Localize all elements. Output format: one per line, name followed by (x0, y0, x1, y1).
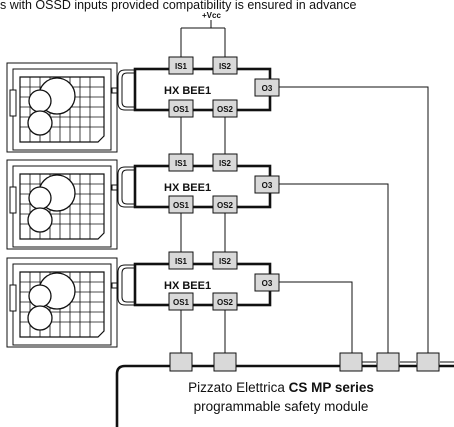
machine-guard-2 (6, 159, 118, 250)
is1-terminal-1 (168, 56, 194, 75)
machine-guard-3 (6, 257, 118, 348)
os2-label-1: OS2 (217, 105, 234, 114)
module-description: programmable safety module (194, 399, 369, 414)
device-name-3: HX BEE1 (164, 280, 211, 292)
os2-label-3: OS2 (217, 298, 234, 307)
is2-label-2: IS2 (219, 159, 232, 168)
safety-module: Pizzato Elettrica CS MP series programma… (115, 352, 454, 427)
caption-text: s with OSSD inputs provided compatibilit… (0, 0, 357, 12)
is1-label-2: IS1 (175, 159, 188, 168)
is2-label-3: IS2 (219, 257, 232, 266)
is2-label-1: IS2 (219, 62, 232, 71)
device-name-2: HX BEE1 (164, 182, 211, 194)
module-enclosure (115, 364, 454, 427)
sensor-bracket-1 (111, 69, 135, 111)
sensor-body-1 (133, 67, 272, 112)
os1-terminal-1 (168, 99, 194, 118)
module-input-terminal-3 (339, 352, 363, 372)
o3-wiring (279, 86, 429, 353)
supply-wiring (180, 20, 226, 57)
o3-label-3: O3 (262, 279, 273, 288)
module-input-terminal-5 (416, 352, 440, 372)
module-input-terminal-2 (213, 352, 237, 372)
sensor-bracket-3 (111, 264, 135, 306)
is2-terminal-2 (212, 153, 238, 172)
is1-label-3: IS1 (175, 257, 188, 266)
device-unit-3: HX BEE1 IS1 IS2 OS1 OS2 O3 (6, 251, 280, 353)
os1-label-2: OS1 (173, 201, 190, 210)
is1-terminal-2 (168, 153, 194, 172)
os1-terminal-3 (168, 292, 194, 311)
os2-terminal-1 (212, 99, 238, 118)
module-series: CS MP series (289, 380, 374, 395)
is2-terminal-1 (212, 56, 238, 75)
sensor-bracket-2 (111, 166, 135, 208)
device-unit-2: HX BEE1 IS1 IS2 OS1 OS2 O3 (6, 153, 280, 267)
sensor-body-3 (133, 262, 272, 307)
os1-label-3: OS1 (173, 298, 190, 307)
device-unit-1: HX BEE1 IS1 IS2 OS1 OS2 O3 (6, 56, 280, 170)
module-brand: Pizzato Elettrica (188, 380, 285, 395)
is1-label-1: IS1 (175, 62, 188, 71)
device-name-1: HX BEE1 (164, 85, 211, 97)
module-input-terminal-1 (169, 352, 193, 372)
o3-label-2: O3 (262, 181, 273, 190)
sensor-body-2 (133, 164, 272, 209)
machine-guard-1 (6, 62, 118, 153)
os2-label-2: OS2 (217, 201, 234, 210)
module-title: Pizzato Elettrica CS MP series (188, 380, 374, 395)
supply-label: +Vcc (202, 11, 221, 20)
o3-label-1: O3 (262, 84, 273, 93)
os1-terminal-2 (168, 195, 194, 214)
os2-terminal-3 (212, 292, 238, 311)
os2-terminal-2 (212, 195, 238, 214)
module-input-terminal-4 (376, 352, 400, 372)
is2-terminal-3 (212, 251, 238, 270)
is1-terminal-3 (168, 251, 194, 270)
os1-label-1: OS1 (173, 105, 190, 114)
